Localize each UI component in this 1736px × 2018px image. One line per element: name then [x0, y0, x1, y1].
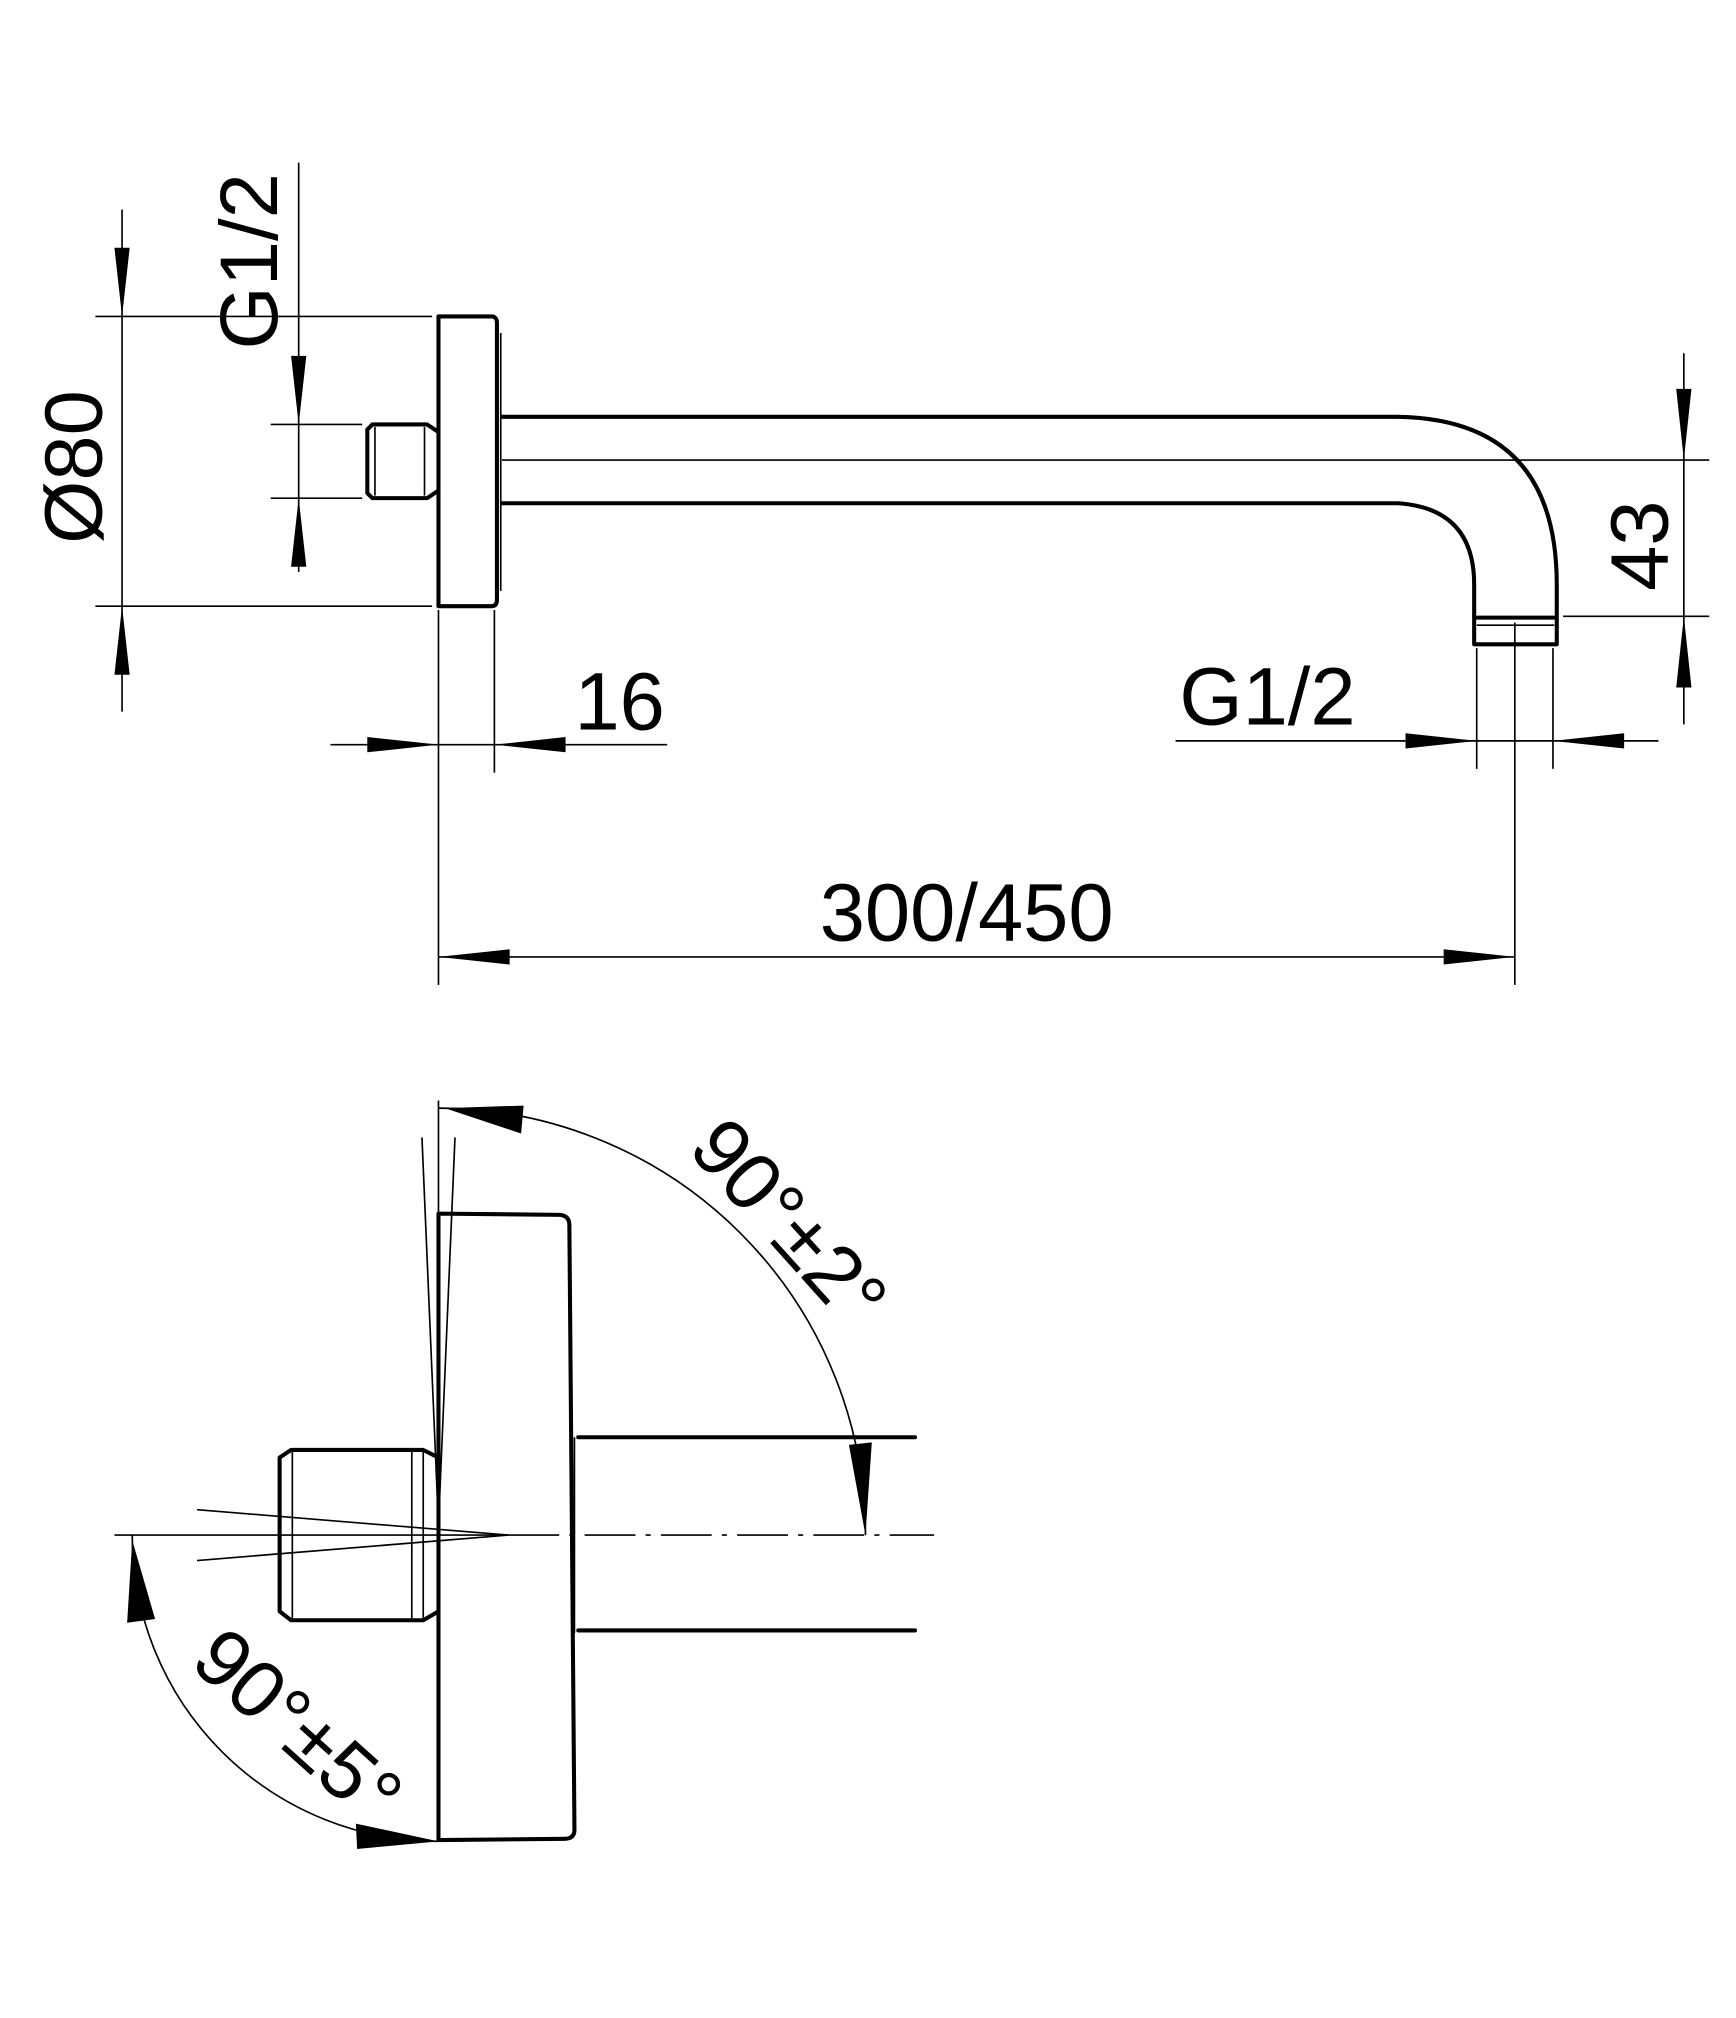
outlet-thread	[1472, 615, 1559, 647]
thickness-label: 16	[574, 656, 664, 747]
length-dimension: 300/450	[438, 622, 1516, 985]
inlet-thread-dimension: G1/2	[204, 162, 363, 572]
outlet-thread-dimension: G1/2	[1175, 648, 1659, 769]
inlet-thread	[365, 422, 441, 501]
flange-thickness-dimension: 16	[330, 609, 668, 985]
shower-arm	[499, 414, 1559, 619]
drop-label: 43	[1594, 500, 1685, 590]
side-view	[365, 314, 1710, 647]
outlet-thread-label: G1/2	[1179, 651, 1355, 742]
diameter-dimension: Ø80	[29, 209, 433, 712]
length-label: 300/450	[820, 867, 1114, 958]
flange-angle-label: 90°±2°	[673, 1101, 905, 1344]
detail-flange	[436, 1211, 577, 1843]
flange	[436, 314, 499, 609]
detail-view: 90°±2° 90°±5°	[114, 1100, 935, 1849]
inlet-thread-label: G1/2	[204, 173, 295, 349]
drop-dimension: 43	[1563, 353, 1710, 725]
diameter-label: Ø80	[29, 390, 120, 544]
